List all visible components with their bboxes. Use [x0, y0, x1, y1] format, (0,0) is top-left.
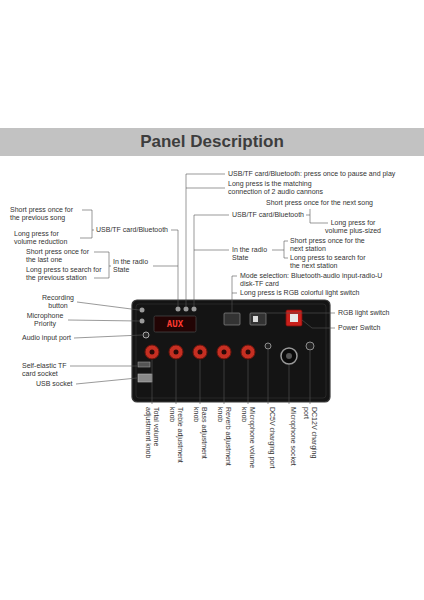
callout-label: Self-elastic TF card socket: [22, 362, 76, 378]
callout-label: Recording button: [36, 294, 80, 310]
leader-line: [232, 276, 237, 313]
title-band: [0, 128, 424, 156]
knob: [145, 345, 159, 359]
callout-label: Long press is the matching connection of…: [228, 180, 328, 196]
knob-center: [174, 350, 179, 355]
knob: [241, 345, 255, 359]
callout-label: In the radio State: [232, 246, 276, 262]
button: [192, 307, 197, 312]
leader-line: [153, 266, 178, 267]
callout-label: Audio input port: [22, 334, 92, 342]
mic-socket-hole: [286, 353, 292, 359]
leader-line: [171, 230, 178, 306]
leader-line: [268, 350, 310, 404]
leader-line: [302, 320, 335, 328]
callout-label: In the radio State: [113, 258, 157, 274]
callout-label: Long press to search for the next statio…: [290, 254, 375, 270]
leader-line: [194, 215, 229, 306]
knob: [217, 345, 231, 359]
led-display: [154, 316, 196, 332]
knob: [169, 345, 183, 359]
leader-line: [77, 302, 139, 310]
leader-line: [74, 335, 142, 338]
leader-line: [186, 174, 225, 306]
rgb-switch-rocker: [253, 316, 258, 322]
callout-label: Microphone Priority: [20, 312, 70, 328]
knob-port-label: Treble adjustment knob: [168, 407, 184, 471]
power-switch-rocker: [290, 314, 298, 322]
callout-label: Short press once for the previous song: [10, 206, 80, 222]
control-panel: [132, 300, 330, 402]
knob-center: [198, 350, 203, 355]
audio-jack: [143, 332, 149, 338]
power-switch: [286, 310, 302, 326]
button: [176, 307, 181, 312]
callout-label: RGB light switch: [338, 309, 418, 317]
usb-port: [138, 374, 152, 382]
priority-button: [140, 319, 145, 324]
button: [184, 307, 189, 312]
callout-label: USB socket: [36, 380, 86, 388]
callout-label: USB/TF card/Bluetooth: press once to pau…: [228, 170, 408, 178]
knob-center: [222, 350, 227, 355]
display-readout: AUX: [154, 319, 196, 329]
bracket: [80, 210, 94, 238]
knob-port-label: Reverb adjustment knob: [216, 407, 232, 471]
leader-line: [70, 366, 137, 367]
rgb-switch: [250, 313, 266, 325]
knob-port-label: Microphone volume knob: [240, 407, 256, 471]
callout-label: Mode selection: Bluetooth-audio input-ra…: [240, 272, 398, 288]
knob-center: [246, 350, 251, 355]
leader-line: [266, 313, 335, 314]
mode-button: [224, 313, 240, 325]
callout-label: Long press to search for the previous st…: [26, 266, 106, 282]
callout-label: Power Switch: [338, 324, 418, 332]
knobs: [145, 345, 255, 359]
knob: [193, 345, 207, 359]
dc5v-port: [265, 343, 271, 349]
leader-line: [194, 250, 229, 251]
callout-label: Short press once for the last one: [26, 248, 92, 264]
panel-frame: [136, 304, 326, 398]
dc12v-port: [306, 342, 314, 350]
knob-port-label: Microphone socket: [289, 407, 297, 471]
callout-label: USB/TF card/Bluetooth: [96, 226, 176, 234]
bracket: [306, 209, 328, 223]
callout-label: Short press once for the next song: [266, 199, 406, 207]
callout-label: Long press is RGB colorful light switch: [240, 289, 390, 297]
leader-line: [152, 360, 248, 404]
knob-port-label: Total volume adjustment knob: [144, 407, 160, 471]
leader-line: [68, 320, 139, 321]
knob-port-label: DC5V charging port: [268, 407, 276, 471]
leader-line: [186, 188, 225, 189]
bracket: [94, 252, 111, 278]
callout-label: Short press once for the next station: [290, 237, 375, 253]
callout-label: Long press for volume plus-sized: [322, 219, 384, 235]
knob-port-label: DC12V charging port: [302, 407, 318, 471]
tf-slot: [138, 362, 150, 367]
leader-line: [76, 378, 137, 384]
knob-port-label: Bass adjustment knob: [192, 407, 208, 471]
panel-title: Panel Description: [0, 129, 424, 155]
mic-socket: [281, 348, 297, 364]
callout-label: Long press for volume reduction: [14, 230, 76, 246]
bracket: [272, 241, 288, 258]
callout-label: USB/TF card/Bluetooth: [232, 211, 308, 219]
knob-center: [150, 350, 155, 355]
record-button: [140, 308, 145, 313]
